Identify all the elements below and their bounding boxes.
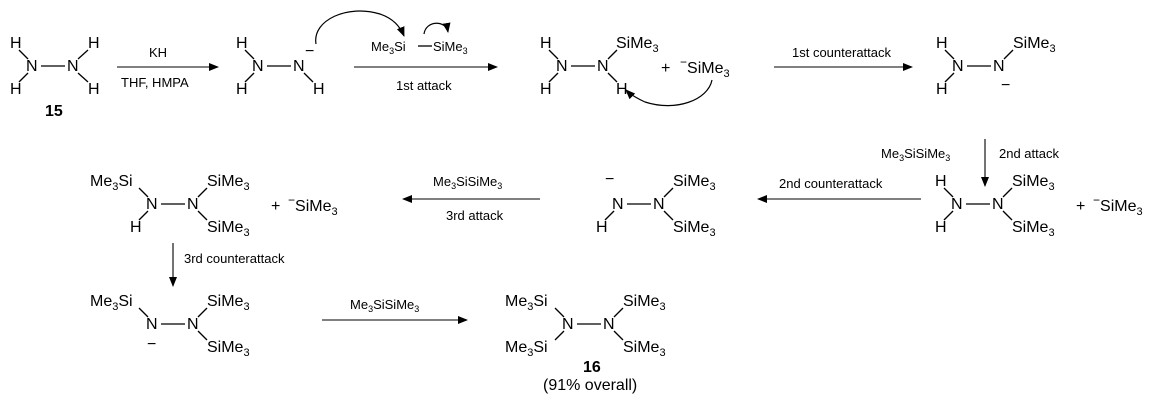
negative-charge: −	[305, 43, 314, 60]
atom-n: N	[187, 316, 199, 333]
atom-n: N	[26, 58, 38, 75]
silyl-anion-2: + −SiMe3	[1076, 193, 1143, 218]
arrow-first-attack: Me3Si SiMe3 1st attack	[354, 22, 498, 93]
atom-h: H	[88, 35, 100, 52]
substituent-me3si: Me3Si	[90, 173, 133, 193]
atom-n: N	[612, 196, 624, 213]
step-label-attack1: 1st attack	[396, 78, 452, 93]
atom-n: N	[293, 58, 305, 75]
atom-n: N	[951, 196, 963, 213]
reagent-disilane: Me3Si	[371, 39, 406, 56]
atom-n: N	[67, 58, 79, 75]
overall-yield: (91% overall)	[543, 377, 637, 394]
reagent-disilane: Me3SiSiMe3	[881, 146, 950, 163]
trimethylsilyl-anion: −SiMe3	[680, 55, 730, 80]
step-label-attack3: 3rd attack	[446, 208, 504, 223]
negative-charge: −	[605, 171, 614, 188]
substituent-me3si: Me3Si	[505, 293, 548, 313]
atom-n: N	[146, 196, 158, 213]
atom-h: H	[236, 35, 248, 52]
atom-h: H	[236, 81, 248, 98]
trisilylhydrazide-anion: Me3Si N N − SiMe3 SiMe3	[90, 293, 250, 359]
atom-n: N	[556, 58, 568, 75]
step-label-counter3: 3rd counterattack	[184, 251, 285, 266]
atom-n: N	[597, 58, 609, 75]
substituent-sime3: SiMe3	[1012, 173, 1055, 193]
arrow-second-attack: Me3SiSiMe3 2nd attack	[881, 139, 1059, 187]
reagent-disilane-right: SiMe3	[433, 39, 468, 56]
atom-n: N	[992, 196, 1004, 213]
substituent-sime3: SiMe3	[1012, 219, 1055, 239]
hydrazide-anion: H H N N H −	[236, 10, 405, 98]
atom-n: N	[952, 58, 964, 75]
atom-h: H	[10, 81, 22, 98]
step-label-counter1: 1st counterattack	[792, 45, 891, 60]
atom-h: H	[936, 35, 948, 52]
arrow-second-counterattack: 2nd counterattack	[757, 176, 921, 203]
trisilylhydrazine: Me3Si H N N SiMe3 SiMe3	[90, 173, 250, 239]
substituent-sime3: SiMe3	[207, 219, 250, 239]
arrow-third-attack: Me3SiSiMe3 3rd attack	[402, 174, 540, 223]
disilylhydrazine: H H N N SiMe3 SiMe3	[935, 173, 1055, 239]
atom-n: N	[603, 316, 615, 333]
compound-number-16: 16	[583, 359, 601, 376]
substituent-sime3: SiMe3	[207, 339, 250, 359]
trimethylsilyl-anion: −SiMe3	[288, 193, 338, 218]
arrow-first-counterattack: 1st counterattack	[774, 45, 913, 71]
hydrazine-15: H H N N H H 15	[10, 35, 100, 120]
atom-h: H	[130, 219, 142, 236]
atom-n: N	[562, 316, 574, 333]
reagent-kh: KH	[149, 45, 167, 60]
atom-h: H	[10, 35, 22, 52]
atom-h: H	[313, 81, 325, 98]
substituent-sime3: SiMe3	[207, 173, 250, 193]
atom-h: H	[596, 219, 608, 236]
negative-charge: −	[147, 336, 156, 353]
atom-h: H	[540, 35, 552, 52]
substituent-sime3: SiMe3	[623, 293, 666, 313]
trimethylsilyl-anion: −SiMe3	[1093, 193, 1143, 218]
plus-sign: +	[1076, 198, 1085, 215]
silyl-anion-1: + −SiMe3	[625, 55, 730, 107]
plus-sign: +	[661, 60, 670, 77]
step-label-counter2: 2nd counterattack	[779, 176, 883, 191]
atom-h: H	[88, 81, 100, 98]
step-label-attack2: 2nd attack	[999, 146, 1059, 161]
reagent-solvent: THF, HMPA	[121, 75, 189, 90]
atom-h: H	[935, 173, 947, 190]
atom-n: N	[252, 58, 264, 75]
atom-h: H	[935, 219, 947, 236]
atom-h: H	[936, 81, 948, 98]
substituent-me3si: Me3Si	[505, 339, 548, 359]
atom-n: N	[653, 196, 665, 213]
monosilylhydrazine: H H N N H SiMe3	[540, 35, 659, 98]
substituent-sime3: SiMe3	[623, 339, 666, 359]
plus-sign: +	[271, 198, 280, 215]
atom-n: N	[993, 58, 1005, 75]
atom-h: H	[616, 81, 628, 98]
arrow-deprotonation: KH THF, HMPA	[117, 45, 219, 90]
arrow-third-counterattack: 3rd counterattack	[169, 243, 285, 287]
substituent-me3si: Me3Si	[90, 293, 133, 313]
silylhydrazide-anion: H H N N SiMe3 −	[936, 35, 1056, 98]
reagent-disilane: Me3SiSiMe3	[433, 174, 502, 191]
substituent-sime3: SiMe3	[616, 35, 659, 55]
substituent-sime3: SiMe3	[673, 219, 716, 239]
atom-n: N	[146, 316, 158, 333]
substituent-sime3: SiMe3	[1013, 35, 1056, 55]
reagent-disilane: Me3SiSiMe3	[350, 297, 419, 314]
atom-h: H	[540, 81, 552, 98]
substituent-sime3: SiMe3	[207, 293, 250, 313]
tetrasilylhydrazine-16: Me3Si Me3Si N N SiMe3 SiMe3 16 (91% over…	[505, 293, 666, 394]
arrow-final-silylation: Me3SiSiMe3	[322, 297, 468, 324]
negative-charge: −	[1001, 77, 1010, 94]
substituent-sime3: SiMe3	[673, 173, 716, 193]
atom-n: N	[187, 196, 199, 213]
silyl-anion-3: + −SiMe3	[271, 193, 338, 218]
disilylhydrazide-anion: − H N N SiMe3 SiMe3	[596, 171, 716, 239]
compound-number-15: 15	[45, 103, 63, 120]
